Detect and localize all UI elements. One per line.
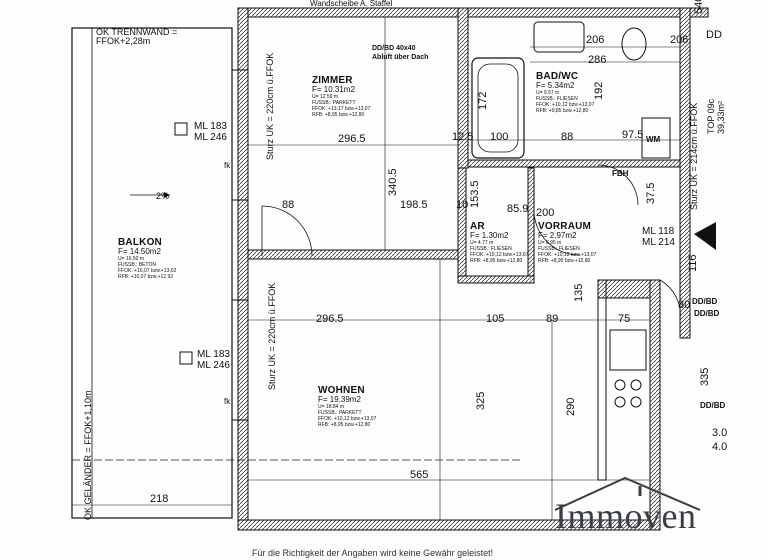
room-zimmer: ZIMMER F= 10.31m2 U= 12.59 m FUSSB.: PAR…	[312, 75, 371, 119]
wall-ar-left	[457, 167, 467, 284]
dim-100: 100	[490, 131, 509, 143]
sturz-wohnen: Sturz UK = 220cm ü.FFOK	[267, 282, 277, 390]
wm-label: WM	[646, 135, 661, 144]
dd-label: DD	[706, 29, 722, 41]
wall-zimmer-wohnen	[247, 249, 459, 260]
top-wall-label: Wandscheibe A. Staffel	[310, 0, 393, 8]
fk-label-2: fk	[224, 397, 231, 406]
railing-label: OK GELÄNDER = FFOK+1,10m	[83, 390, 93, 520]
dim-97-5: 97.5	[622, 129, 644, 141]
dim-10: 10	[456, 199, 469, 211]
dim-296-5-b: 296.5	[316, 313, 344, 325]
dim-192: 192	[593, 81, 605, 100]
ddbd-label-1: DD/BD	[692, 297, 718, 306]
dim-12-5: 12.5	[452, 131, 474, 143]
dim-85-9: 85.9	[507, 203, 529, 215]
dim-325: 325	[475, 391, 487, 410]
dim-135: 135	[573, 283, 585, 302]
slope-label: 2%	[156, 191, 170, 201]
north-arrow-icon	[694, 222, 716, 250]
dim-105: 105	[486, 313, 505, 325]
logo-roof-icon	[554, 476, 701, 511]
wall-ar-right	[527, 167, 535, 284]
room-balkon: BALKON F= 14.50m2 U= 16.50 m FUSSB.: BET…	[118, 237, 177, 281]
toilet	[621, 27, 647, 61]
wall-right	[679, 7, 691, 339]
partition-label: OK TRENNWAND =FFOK+2,28m	[96, 27, 178, 46]
washbasin	[533, 21, 585, 53]
dim-30: 30	[678, 299, 691, 311]
dim-88-a: 88	[561, 131, 574, 143]
kitchen-sink	[609, 329, 647, 371]
room-wohnen: WOHNEN F= 19.39m2 U= 18.84 m FUSSB.: PAR…	[318, 385, 377, 429]
sturz-zimmer: Sturz UK = 220cm ü.FFOK	[265, 52, 275, 160]
dim-218: 218	[150, 493, 169, 505]
sturz-right: Sturz UK = 214cm ü.FFOK	[689, 102, 699, 210]
dim-565: 565	[410, 469, 429, 481]
dim-290: 290	[565, 397, 577, 416]
wall-right-lower	[649, 279, 661, 531]
dim-206-a: 206	[586, 34, 605, 46]
balcony-outline	[71, 27, 233, 519]
wall-ar-bottom	[457, 275, 535, 284]
kitchen-counter	[597, 279, 607, 481]
wall-top	[237, 7, 709, 18]
dim-335: 335	[699, 367, 711, 386]
dim-296-5-a: 296.5	[338, 133, 366, 145]
dim-200: 200	[536, 207, 555, 219]
washing-machine	[641, 117, 671, 159]
room-ar: AR F= 1.30m2 U= 4.77 m FUSSB.: FLIESEN F…	[470, 221, 529, 265]
dim-88-b: 88	[282, 199, 295, 211]
room-bad: BAD/WC F= 5.34m2 U= 9.57 m FUSSB.: FLIES…	[536, 71, 595, 115]
dim-153-5: 153.5	[469, 180, 481, 208]
bathtub	[471, 57, 525, 159]
right-value-1: 3.0	[712, 427, 728, 439]
dim-172: 172	[477, 91, 489, 110]
fk-label-1: fk	[224, 161, 231, 170]
wall-bad-bottom	[467, 159, 681, 168]
immoven-logo: Immoven	[555, 496, 697, 536]
disclaimer: Für die Richtigkeit der Angaben wird kei…	[252, 548, 494, 558]
wall-left	[237, 7, 249, 529]
ddbd-label-3: DD/BD	[700, 401, 726, 410]
dim-116: 116	[687, 254, 699, 272]
dim-37-5: 37.5	[645, 182, 657, 204]
right-value-2: 4.0	[712, 441, 728, 453]
dim-286: 286	[588, 54, 607, 66]
wall-zimmer-bad	[457, 7, 469, 169]
dim-right-top: 540	[693, 0, 705, 14]
dim-206-b: 206	[670, 34, 689, 46]
dim-340-5: 340.5	[387, 168, 399, 196]
dim-198-5: 198.5	[400, 199, 428, 211]
dim-89: 89	[546, 313, 559, 325]
fbh-label: FBH	[612, 169, 629, 178]
dim-75: 75	[618, 313, 631, 325]
ddbd-label-2: DD/BD	[694, 309, 720, 318]
room-vorraum: VORRAUM F= 2.97m2 U= 6.95 m FUSSB.: FLIE…	[538, 221, 597, 265]
